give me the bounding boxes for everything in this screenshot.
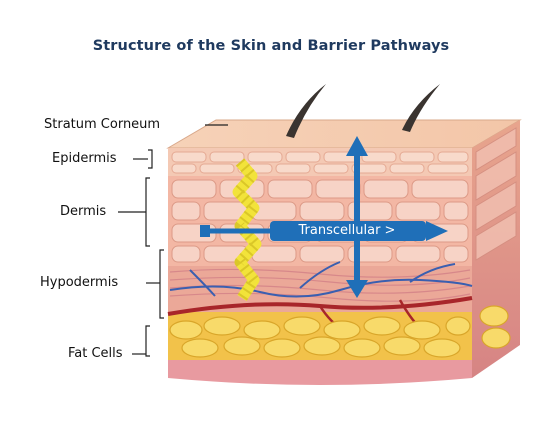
fat-cells [169, 305, 511, 358]
label-stratum-corneum: Stratum Corneum [44, 117, 161, 132]
label-dermis: Dermis [60, 204, 107, 219]
diagram-title: Structure of the Skin and Barrier Pathwa… [92, 38, 450, 54]
arrow-head-up [346, 136, 368, 156]
side-cells [475, 127, 517, 261]
veins [169, 261, 473, 298]
label-leaders [118, 124, 228, 357]
stratum-corneum-surface [166, 119, 522, 149]
hair-right [402, 84, 440, 132]
hair-left [286, 84, 326, 138]
label-epidermis: Epidermis [52, 151, 117, 166]
transcellular-arrow-head [426, 221, 448, 241]
label-fat-cells: Fat Cells [68, 346, 123, 361]
transcellular-pill [270, 221, 426, 241]
arrow-tail-cap [200, 225, 210, 237]
epidermis-cells [171, 151, 469, 174]
block-base [168, 360, 472, 385]
transcellular-label: Transcellular > [298, 223, 396, 238]
arrow-head-down [346, 280, 368, 298]
label-hypodermis: Hypodermis [40, 275, 119, 290]
